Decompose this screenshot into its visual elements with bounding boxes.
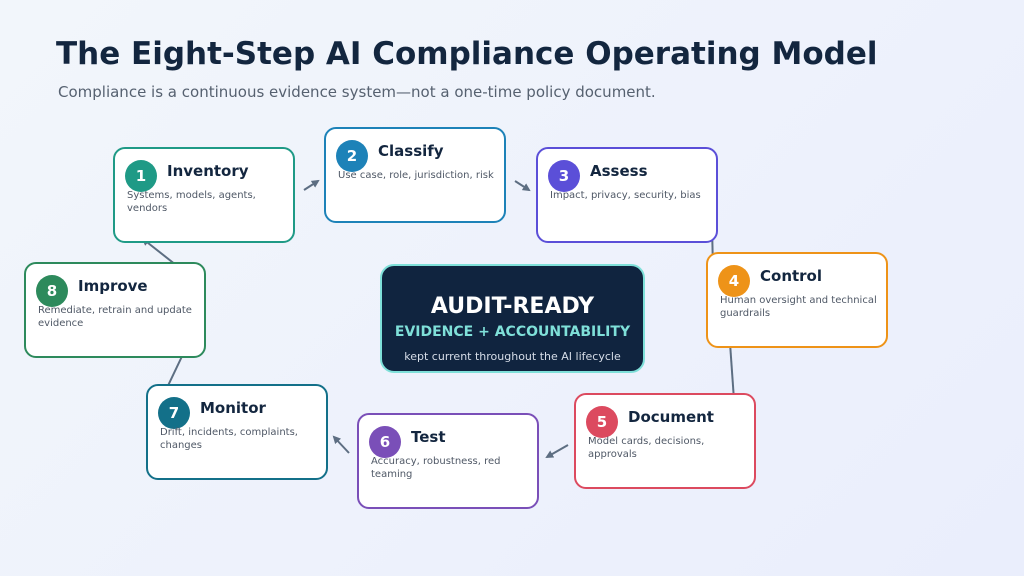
flow-arrow-4 (729, 342, 738, 402)
step-title: Control (760, 267, 823, 285)
step-card-document: 5 Document Model cards, decisions, appro… (574, 393, 756, 489)
hub-note: kept current throughout the AI lifecycle (404, 350, 621, 363)
step-title: Monitor (200, 399, 266, 417)
step-description: Human oversight and technical guardrails (720, 295, 877, 319)
step-title: Inventory (167, 162, 249, 180)
step-card-assess: 3 Assess Impact, privacy, security, bias (536, 147, 718, 243)
flow-arrow-5 (545, 444, 569, 458)
step-number-badge: 2 (336, 140, 368, 172)
step-description: Impact, privacy, security, bias (550, 190, 701, 201)
step-card-improve: 8 Improve Remediate, retrain and update … (24, 262, 206, 358)
step-description: Use case, role, jurisdiction, risk (338, 170, 494, 181)
step-card-monitor: 7 Monitor Drift, incidents, complaints, … (146, 384, 328, 480)
step-description: Drift, incidents, complaints, changes (160, 427, 298, 451)
step-title: Document (628, 408, 714, 426)
step-card-inventory: 1 Inventory Systems, models, agents, ven… (113, 147, 295, 243)
step-description: Model cards, decisions, approvals (588, 436, 705, 460)
step-number-badge: 1 (125, 160, 157, 192)
step-card-test: 6 Test Accuracy, robustness, red teaming (357, 413, 539, 509)
step-description: Remediate, retrain and update evidence (38, 305, 192, 329)
step-number-badge: 4 (718, 265, 750, 297)
page-subtitle: Compliance is a continuous evidence syst… (58, 83, 656, 101)
audit-ready-hub: AUDIT-READY EVIDENCE + ACCOUNTABILITY ke… (380, 264, 645, 373)
step-description: Systems, models, agents, vendors (127, 190, 256, 214)
step-number-badge: 5 (586, 406, 618, 438)
step-number-badge: 6 (369, 426, 401, 458)
step-number-badge: 7 (158, 397, 190, 429)
flow-arrow-6 (332, 435, 350, 454)
hub-title: AUDIT-READY (430, 294, 595, 319)
flow-arrow-2 (514, 180, 531, 192)
step-card-classify: 2 Classify Use case, role, jurisdiction,… (324, 127, 506, 223)
step-number-badge: 8 (36, 275, 68, 307)
hub-subtitle: EVIDENCE + ACCOUNTABILITY (394, 324, 631, 340)
step-card-control: 4 Control Human oversight and technical … (706, 252, 888, 348)
step-title: Assess (590, 162, 648, 180)
flow-arrow-8 (141, 237, 177, 266)
flow-arrow-1 (303, 179, 320, 191)
step-title: Improve (78, 277, 148, 295)
page-title: The Eight-Step AI Compliance Operating M… (56, 36, 878, 72)
step-number-badge: 3 (548, 160, 580, 192)
step-title: Test (411, 428, 446, 446)
step-description: Accuracy, robustness, red teaming (371, 456, 501, 480)
step-title: Classify (378, 142, 444, 160)
